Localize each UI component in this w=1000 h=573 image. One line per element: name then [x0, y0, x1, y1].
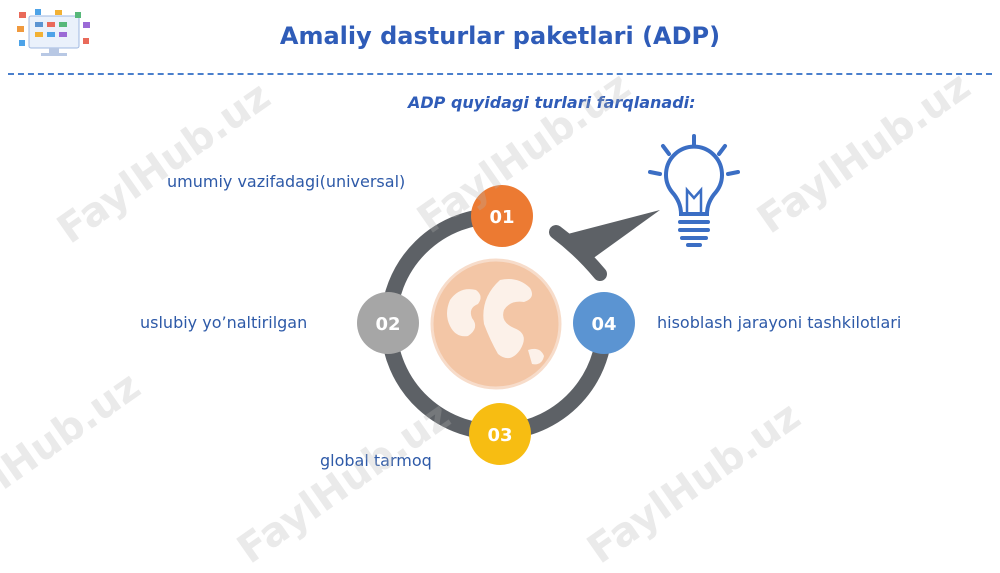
node-03: 03 [469, 403, 531, 465]
node-label-03: global tarmoq [320, 451, 432, 470]
callout-tail-arm [549, 225, 607, 281]
node-label-01: umumiy vazifadagi(universal) [167, 172, 406, 191]
node-01: 01 [471, 185, 533, 247]
subtitle: ADP quyidagi turlari farqlanadi: [408, 93, 696, 112]
node-label-04: hisoblash jarayoni tashkilotlari [657, 313, 902, 332]
node-number-03: 03 [487, 425, 512, 446]
node-number-02: 02 [375, 314, 400, 335]
callout-tail [560, 210, 660, 272]
title-divider [8, 73, 992, 75]
node-number-04: 04 [591, 314, 616, 335]
globe-icon [430, 258, 562, 390]
light-bulb-icon [648, 134, 740, 247]
node-label-02: uslubiy yo’naltirilgan [140, 313, 308, 332]
page-title: Amaliy dasturlar paketlari (ADP) [279, 22, 721, 50]
node-number-01: 01 [489, 207, 514, 228]
computer-apps-logo-icon [17, 9, 90, 56]
node-02: 02 [357, 292, 419, 354]
cycle-ring [380, 207, 613, 440]
node-04: 04 [573, 292, 635, 354]
